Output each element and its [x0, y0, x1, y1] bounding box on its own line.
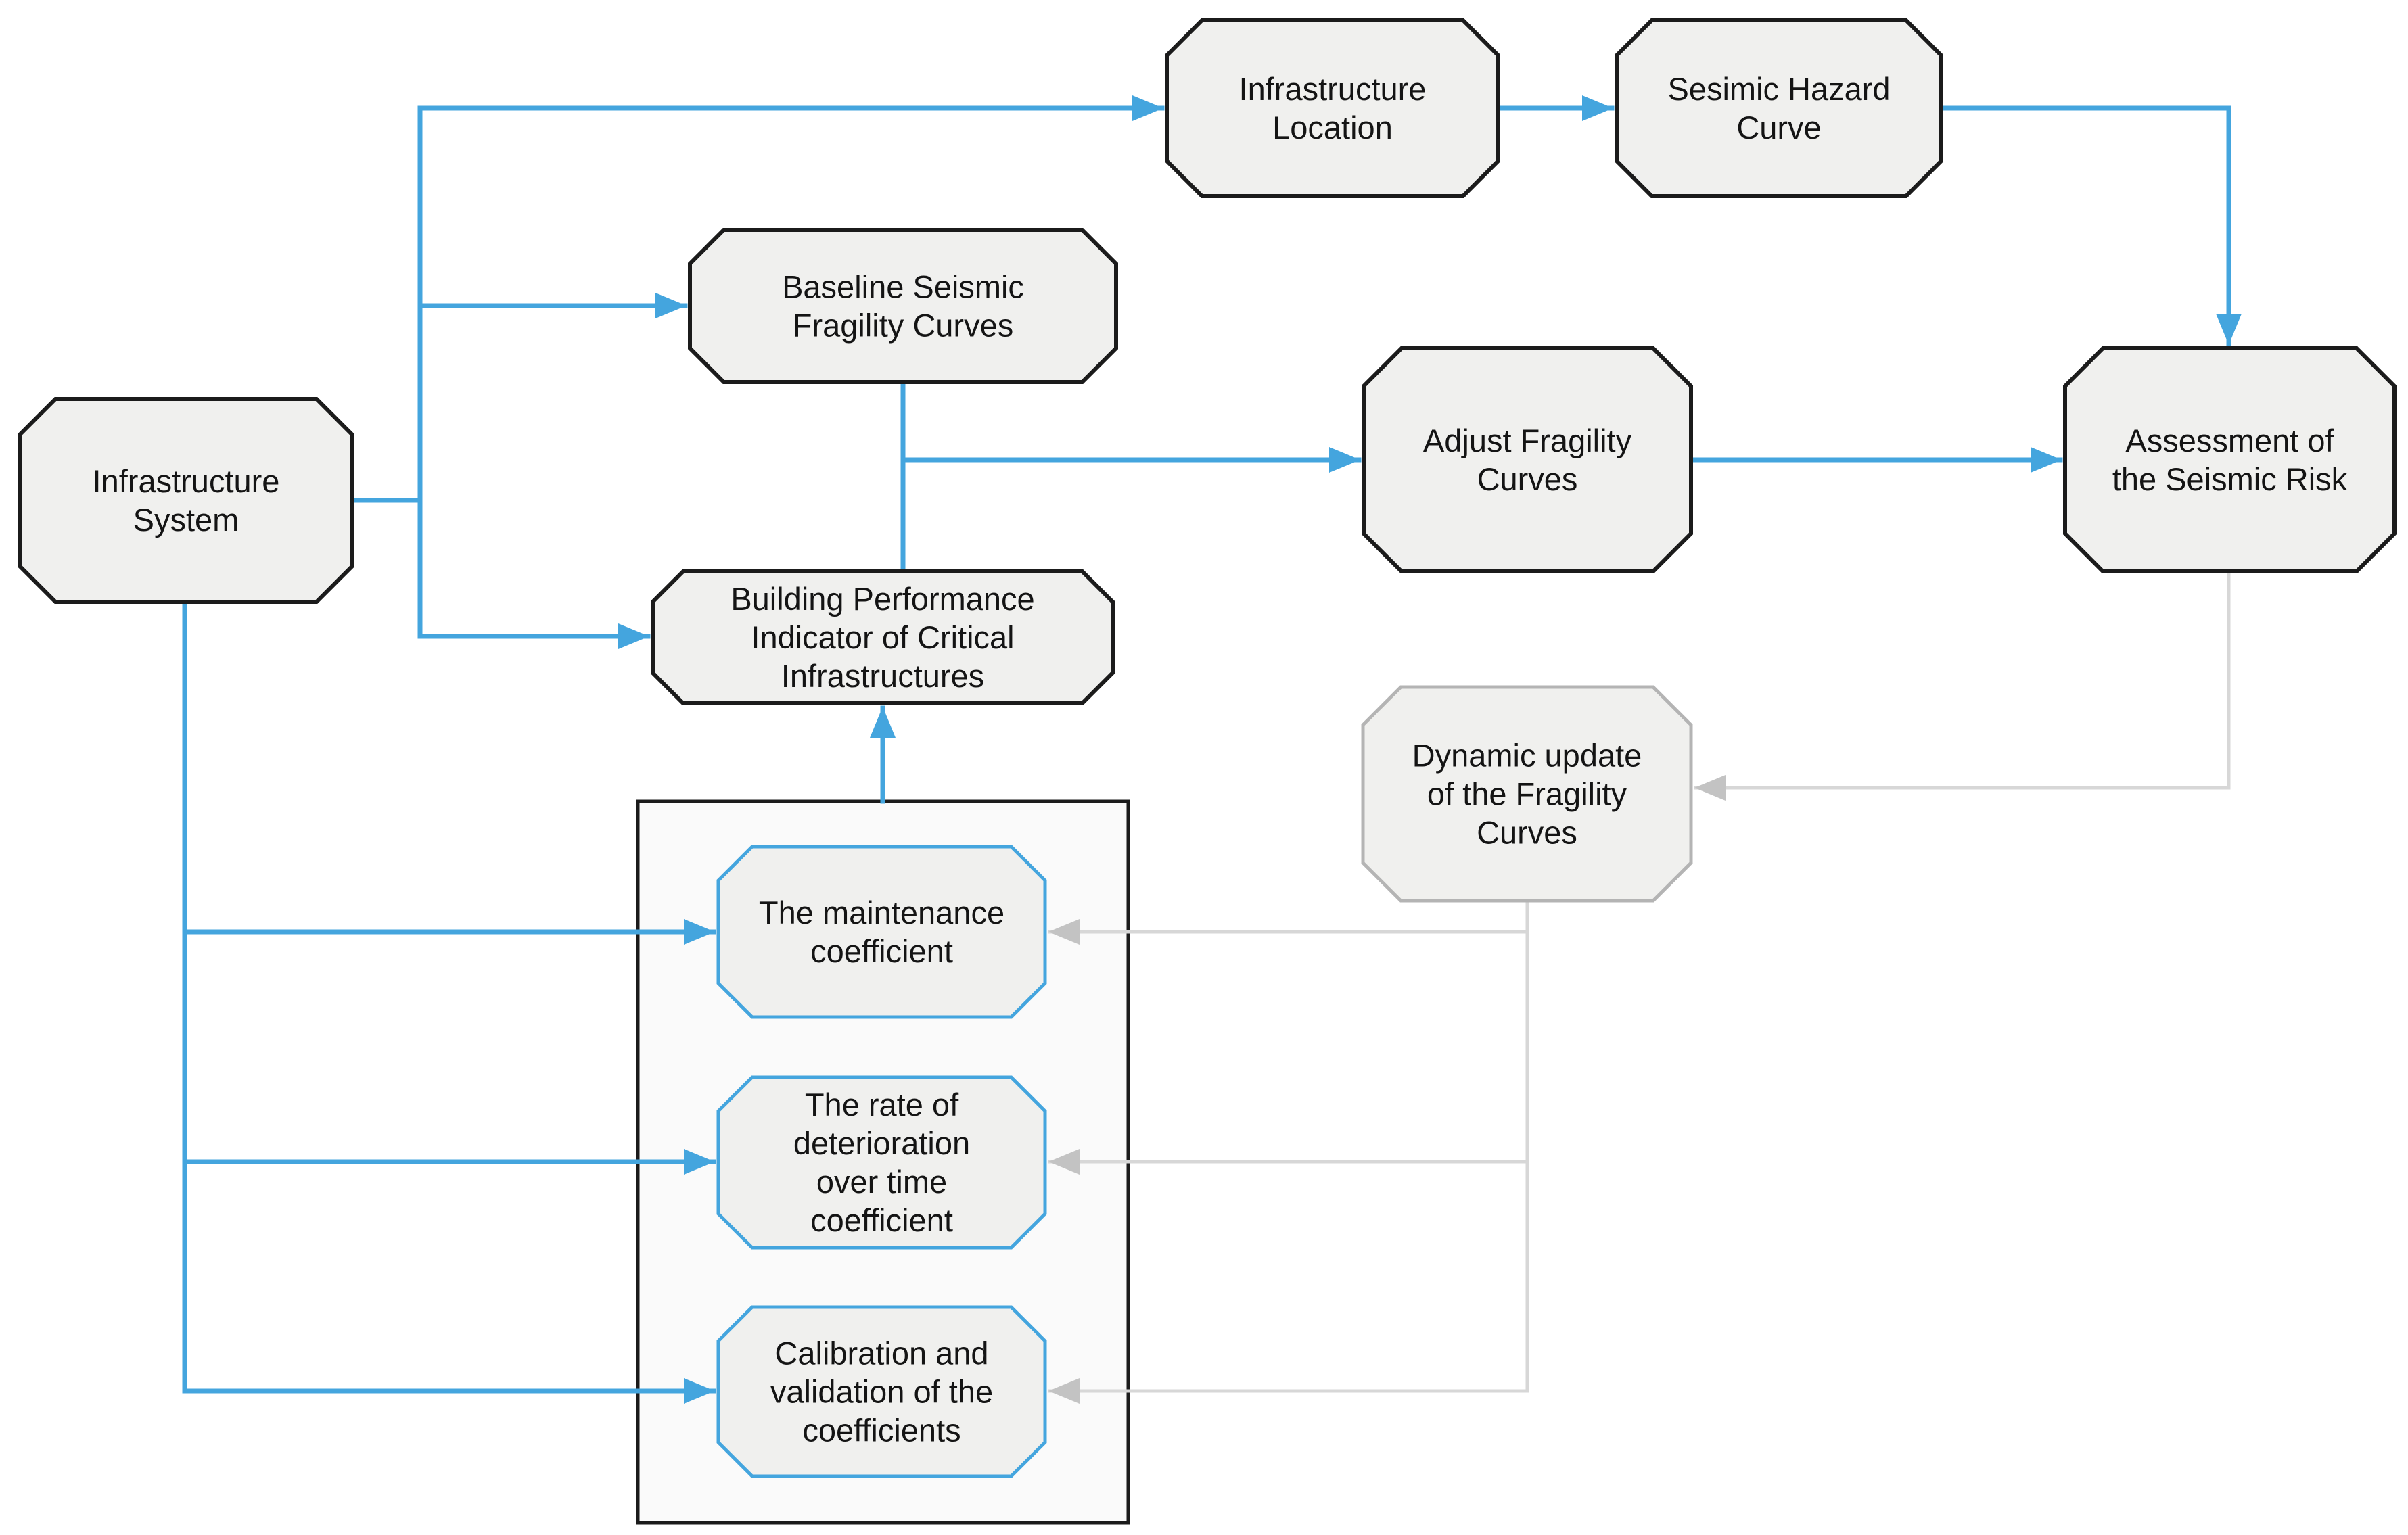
node-shape-calibration-and-validation	[716, 1305, 1047, 1478]
node-shape-baseline-seismic-fragility-curves	[688, 228, 1118, 384]
node-shape-sesimic-hazard-curve	[1615, 18, 1943, 198]
node-shape-infrastructure-system	[18, 397, 354, 604]
node-shape-adjust-fragility-curves	[1362, 346, 1693, 573]
node-shape-the-maintenance-coefficient	[716, 845, 1047, 1019]
node-shape-dynamic-update-of-the-fragility-curves	[1361, 685, 1693, 903]
edge-sesimic-hazard-curve-to-assessment	[1939, 105, 2242, 346]
node-shape-assessment-of-the-seismic-risk	[2063, 346, 2397, 573]
node-shape-building-performance-indicator	[651, 569, 1115, 705]
edge-assessment-to-dynamic-update	[1694, 569, 2231, 801]
node-shape-rate-of-deterioration-coefficient	[716, 1075, 1047, 1250]
node-shape-infrastructure-location	[1165, 18, 1500, 198]
